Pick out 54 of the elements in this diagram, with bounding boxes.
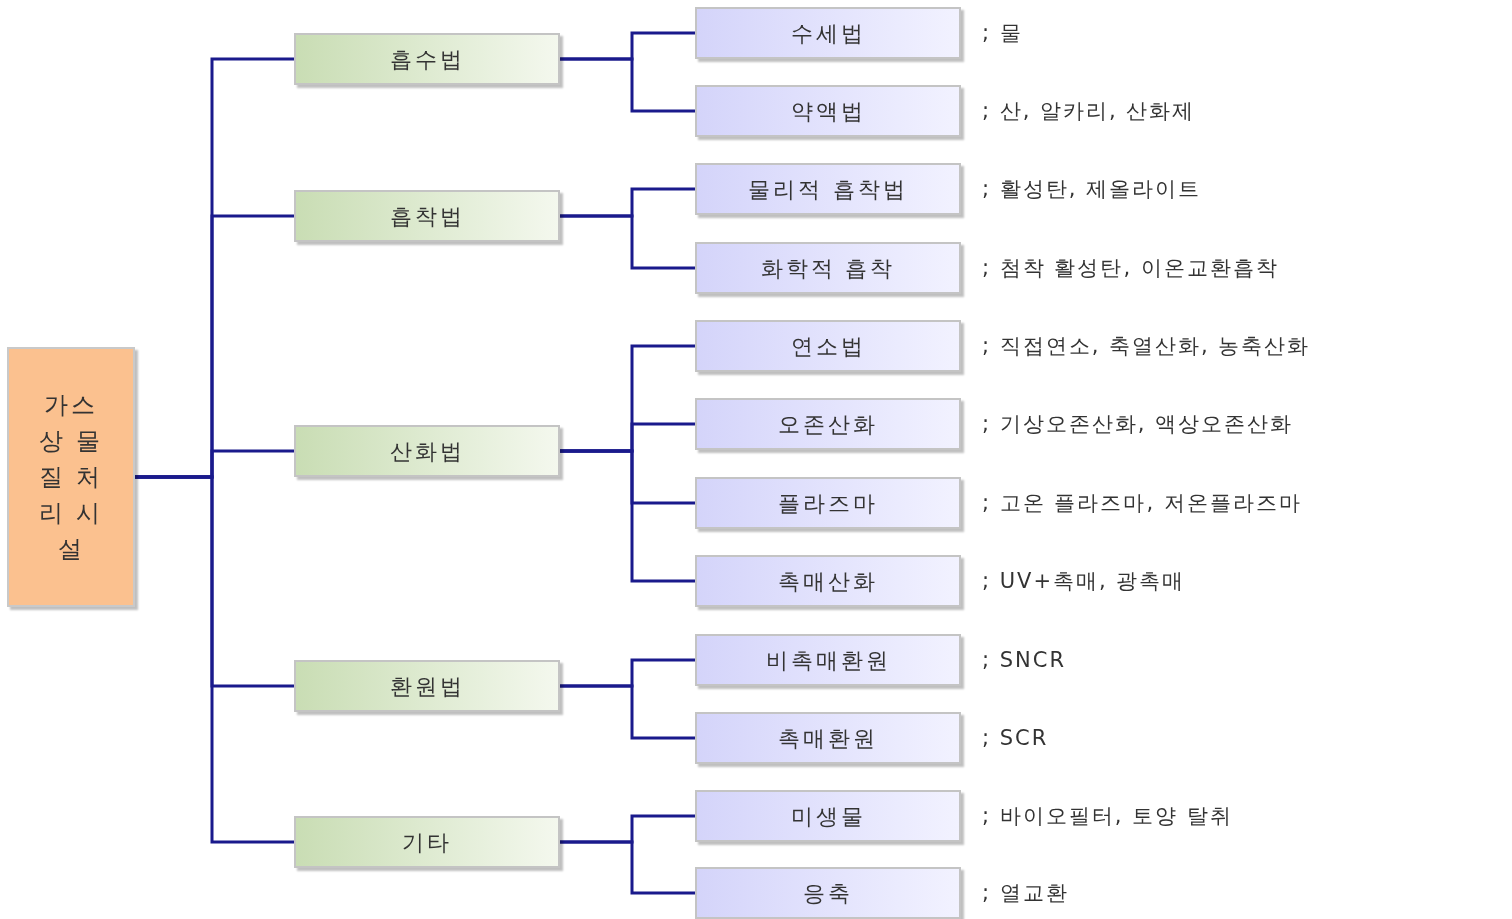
node-label: 촉매환원: [778, 724, 878, 753]
connector-line: [560, 684, 695, 740]
node-label: 화학적 흡착: [760, 254, 896, 283]
node-label: 수세법: [790, 19, 866, 48]
node-label: 환원법: [389, 672, 465, 701]
description-text: ; 바이오필터, 토양 탈취: [982, 803, 1233, 830]
method-box: [695, 634, 961, 686]
node-label: 연소법: [790, 332, 866, 361]
method-box: [695, 7, 961, 59]
root-box: [7, 347, 135, 607]
description-text: ; UV+촉매, 광촉매: [982, 568, 1186, 595]
method-box: [695, 242, 961, 294]
method-box: [695, 867, 961, 919]
description-text: ; 산, 알카리, 산화제: [982, 98, 1196, 125]
method-box: [695, 477, 961, 529]
description-text: ; 첨착 활성탄, 이온교환흡착: [982, 255, 1279, 282]
node-label: 촉매산화: [778, 567, 878, 596]
node-label: 약액법: [790, 97, 866, 126]
node-label: 물리적 흡착법: [748, 175, 908, 204]
connector-line: [560, 840, 695, 895]
method-box: [695, 790, 961, 842]
category-box: [294, 425, 560, 477]
node-label: 기타: [402, 828, 452, 857]
method-box: [695, 555, 961, 607]
node-label: 플라즈마: [778, 489, 878, 518]
node-label: 비촉매환원: [765, 646, 891, 675]
description-text: ; 기상오존산화, 액상오존산화: [982, 411, 1294, 438]
connector-line: [135, 475, 294, 844]
category-box: [294, 660, 560, 712]
description-text: ; SCR: [982, 725, 1049, 752]
method-box: [695, 85, 961, 137]
description-text: ; SNCR: [982, 647, 1067, 674]
method-box: [695, 320, 961, 372]
description-text: ; 고온 플라즈마, 저온플라즈마: [982, 490, 1302, 517]
node-label: 미생물: [790, 802, 866, 831]
node-label: 가스상 물질 처리 시설: [37, 390, 105, 565]
connector-line: [560, 449, 695, 583]
description-text: ; 물: [982, 20, 1023, 47]
category-box: [294, 33, 560, 85]
connector-line: [560, 57, 695, 113]
node-label: 응축: [803, 879, 853, 908]
node-label: 산화법: [389, 437, 465, 466]
node-label: 흡수법: [389, 45, 465, 74]
node-label: 흡착법: [389, 202, 465, 231]
method-box: [695, 398, 961, 450]
description-text: ; 활성탄, 제올라이트: [982, 176, 1202, 203]
method-box: [695, 163, 961, 215]
connector-line: [560, 214, 695, 270]
method-box: [695, 712, 961, 764]
description-text: ; 열교환: [982, 880, 1069, 907]
description-text: ; 직접연소, 축열산화, 농축산화: [982, 333, 1311, 360]
category-box: [294, 816, 560, 868]
category-box: [294, 190, 560, 242]
node-label: 오존산화: [778, 410, 878, 439]
